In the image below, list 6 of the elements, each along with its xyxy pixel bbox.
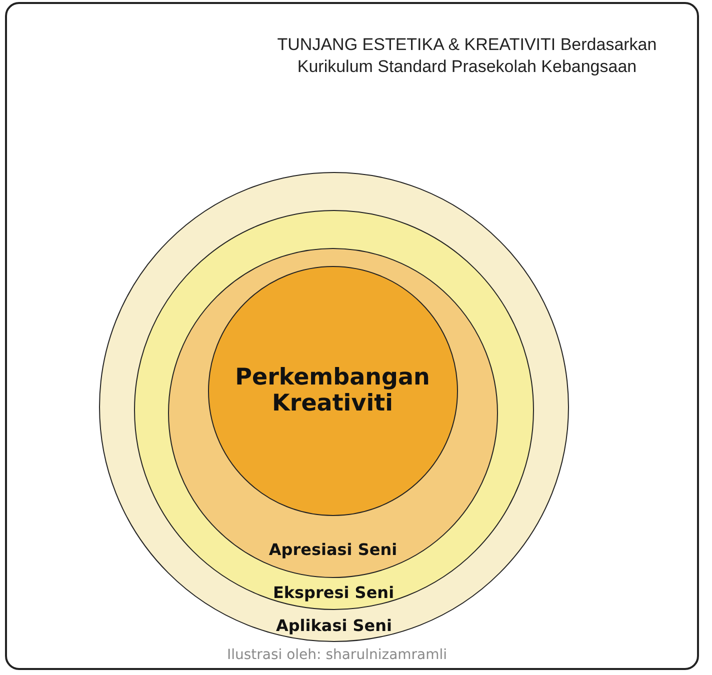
ring-label: Apresiasi Seni: [268, 540, 398, 559]
title: TUNJANG ESTETIKA & KREATIVITI Berdasarkan Kurikulum Standard Prasekolah Kebangsaan: [276, 34, 658, 78]
ring-label: Perkembangan Kreativiti: [234, 364, 431, 417]
ring-label: Aplikasi Seni: [274, 616, 394, 635]
ring-label: Ekspresi Seni: [272, 584, 396, 602]
credit-text: Ilustrasi oleh: sharulnizamramli: [226, 647, 448, 663]
